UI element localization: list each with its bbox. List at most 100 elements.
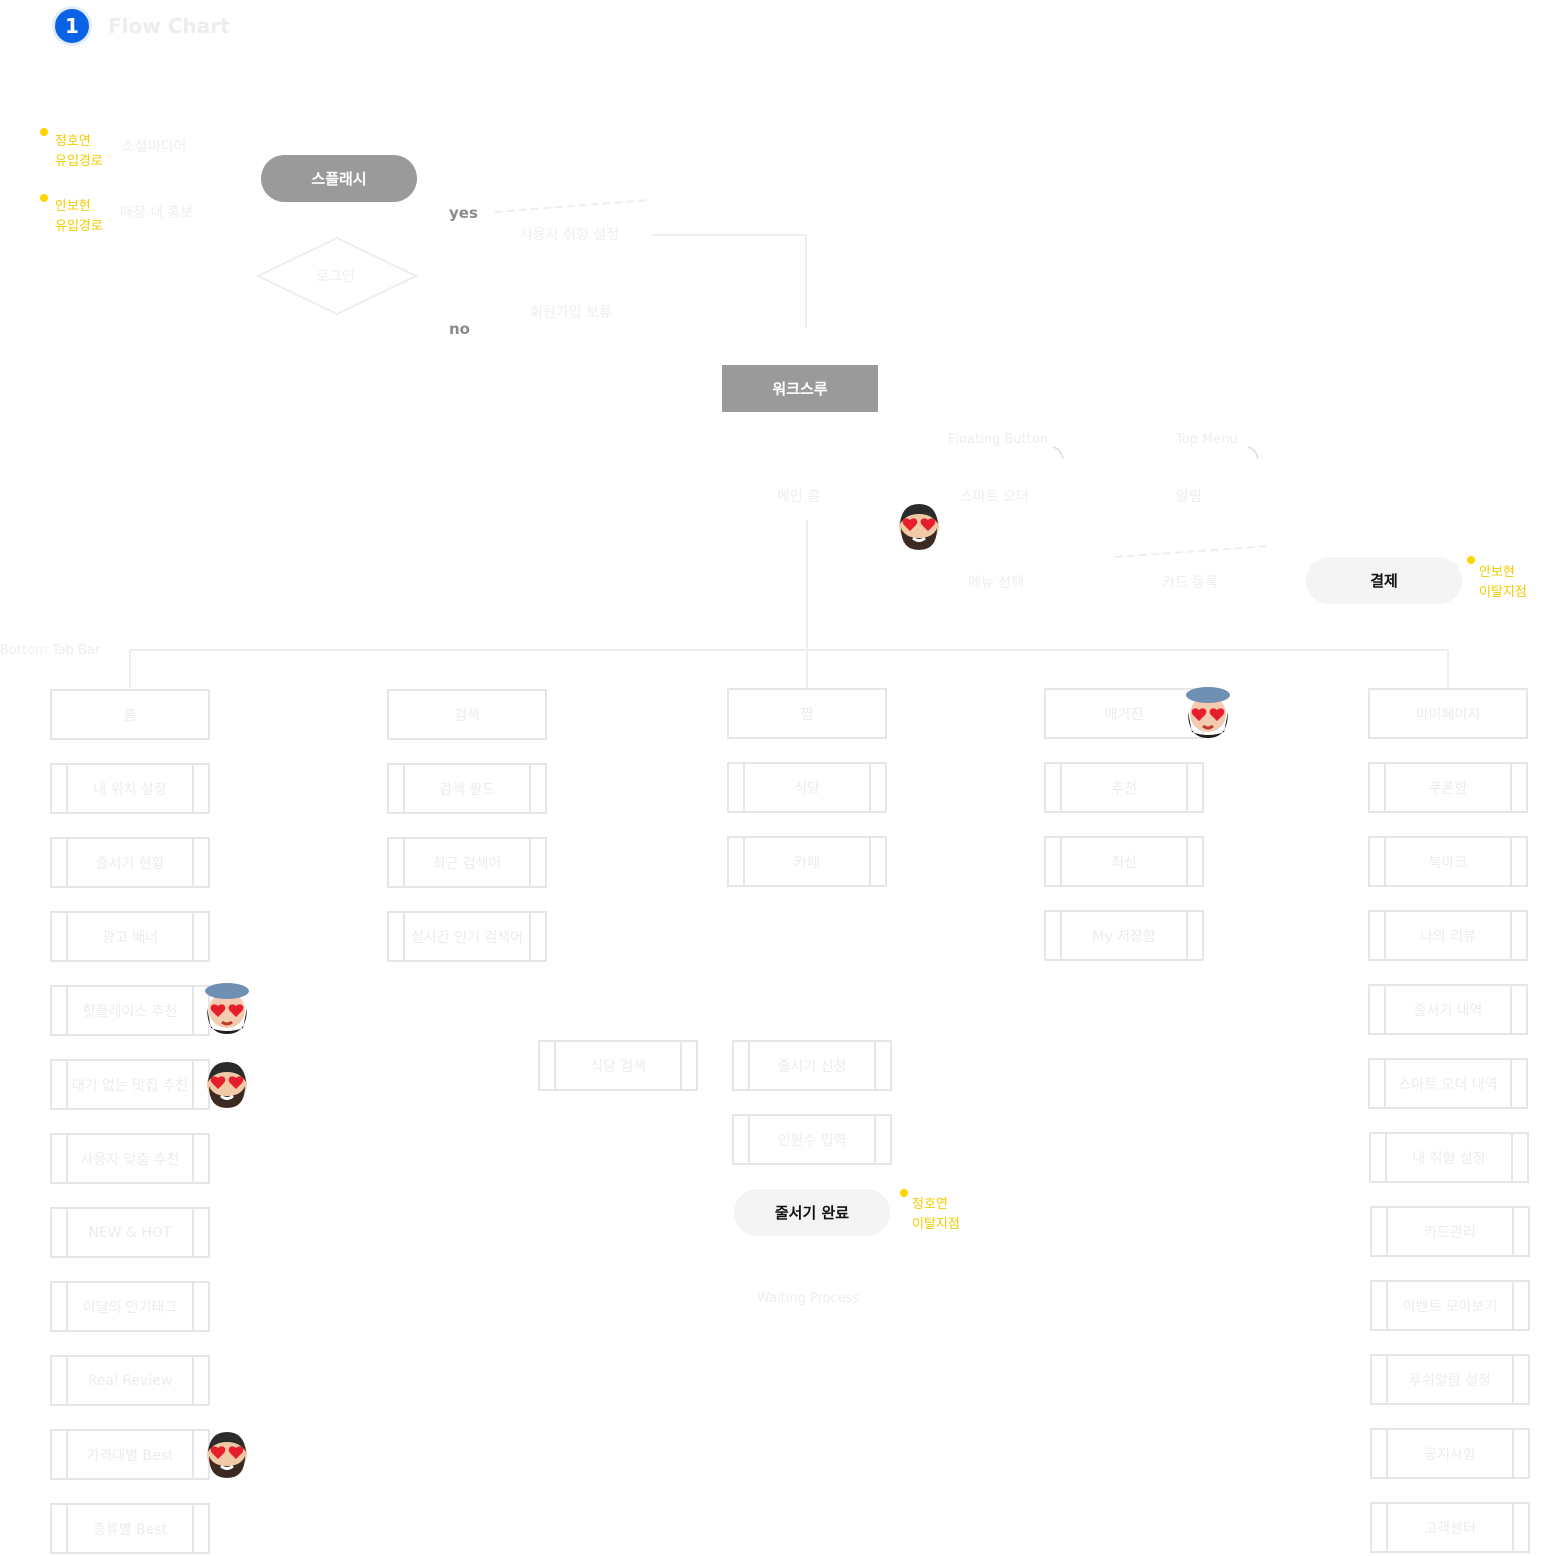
- mypage-item[interactable]: 나의 리뷰: [1368, 910, 1528, 961]
- login-diamond: [255, 236, 419, 316]
- favorite-item[interactable]: 카페: [727, 836, 887, 887]
- main-home-label: 메인 홈: [777, 489, 821, 505]
- search-item-label: 최근 검색어: [432, 855, 502, 872]
- top-menu-label: Top Menu: [1176, 432, 1238, 447]
- exit-queue-name: 정호연: [912, 1197, 948, 1212]
- queue-done-label: 줄서기 완료: [774, 1204, 850, 1222]
- mypage-item-label: 카드관리: [1424, 1224, 1476, 1241]
- heart-eyes-woman-avatar-icon: [205, 983, 249, 1034]
- floating-arrow-icon: [1052, 446, 1064, 460]
- search-item-label: 실시간 인기 검색어: [411, 929, 523, 946]
- favorite-item[interactable]: 식당: [727, 762, 887, 813]
- home-item[interactable]: 가격대별 Best: [50, 1429, 210, 1480]
- exit-payment-name: 안보현: [1479, 565, 1515, 580]
- mypage-item-label: 줄서기 내역: [1413, 1002, 1483, 1019]
- home-item-label: NEW & HOT: [88, 1224, 172, 1241]
- mypage-item[interactable]: 푸쉬알람 설정: [1370, 1354, 1530, 1405]
- heart-eyes-man-avatar-icon: [207, 1432, 247, 1478]
- mypage-item-label: 고객센터: [1424, 1520, 1476, 1537]
- column-home-header[interactable]: 홈: [50, 689, 210, 740]
- walkthrough-node[interactable]: 워크스루: [722, 365, 878, 412]
- search-item-label: 검색 필드: [439, 781, 495, 798]
- entry1-label: 유입경로: [55, 154, 103, 169]
- entry1-note: 정호연 유입경로: [55, 132, 103, 172]
- home-item[interactable]: 사용자 맞춤 추천: [50, 1133, 210, 1184]
- entry2-channel: 매장 내 홍보: [120, 205, 194, 221]
- home-item[interactable]: Real Review: [50, 1355, 210, 1406]
- entry2-label: 유입경로: [55, 219, 103, 234]
- exit-queue-note: 정호연 이탈지점: [912, 1195, 960, 1235]
- magazine-item-label: 추천: [1111, 780, 1137, 797]
- mypage-item-label: 스마트 오더 내역: [1398, 1076, 1498, 1093]
- waiting-process-label: Waiting Process: [757, 1291, 860, 1306]
- restaurant-search-node[interactable]: 식당 검색: [538, 1040, 698, 1091]
- home-item-label: 줄서기 현황: [95, 855, 165, 872]
- splash-node[interactable]: 스플래시: [261, 155, 417, 202]
- menu-select-label: 메뉴 선택: [968, 575, 1024, 591]
- mypage-item[interactable]: 이벤트 모아보기: [1370, 1280, 1530, 1331]
- column-magazine-title: 매거진: [1104, 706, 1144, 723]
- bottom-tab-bar-label: Bottom Tab Bar: [0, 643, 101, 658]
- floating-button-label: Floating Button: [948, 432, 1048, 447]
- search-item[interactable]: 실시간 인기 검색어: [387, 911, 547, 962]
- queue-apply-label: 줄서기 신청: [777, 1058, 847, 1075]
- magazine-item[interactable]: My 저장함: [1044, 910, 1204, 961]
- favorite-item-label: 카페: [794, 854, 820, 871]
- entry2-name: 안보현: [55, 199, 91, 214]
- home-item[interactable]: 이달의 인기태그: [50, 1281, 210, 1332]
- mypage-item[interactable]: 쿠폰함: [1368, 762, 1528, 813]
- mypage-item[interactable]: 내 취향 설정: [1369, 1132, 1529, 1183]
- mypage-item-label: 이벤트 모아보기: [1402, 1298, 1498, 1315]
- home-item-label: 광고 배너: [102, 929, 158, 946]
- page-title: Flow Chart: [108, 14, 230, 38]
- home-item[interactable]: NEW & HOT: [50, 1207, 210, 1258]
- magazine-item[interactable]: 추천: [1044, 762, 1204, 813]
- top-menu-arrow-icon: [1247, 446, 1259, 460]
- home-item[interactable]: 줄서기 현황: [50, 837, 210, 888]
- home-item[interactable]: 광고 배너: [50, 911, 210, 962]
- home-item[interactable]: 내 위치 설정: [50, 763, 210, 814]
- heart-eyes-woman-avatar-icon: [1186, 687, 1230, 738]
- payment-node[interactable]: 결제: [1306, 557, 1462, 604]
- home-item-label: 핫플레이스 추천: [82, 1003, 178, 1020]
- home-item[interactable]: 종류별 Best: [50, 1503, 210, 1554]
- column-magazine-header[interactable]: 매거진: [1044, 688, 1204, 739]
- notification-label: 알림: [1176, 489, 1202, 505]
- column-search-header[interactable]: 검색: [387, 689, 547, 740]
- magazine-item[interactable]: 최신: [1044, 836, 1204, 887]
- home-item-label: 종류별 Best: [92, 1521, 168, 1538]
- mypage-item[interactable]: 카드관리: [1370, 1206, 1530, 1257]
- home-item[interactable]: 대기 없는 맛집 추천: [50, 1059, 210, 1110]
- home-item-label: 가격대별 Best: [86, 1447, 174, 1464]
- search-item[interactable]: 최근 검색어: [387, 837, 547, 888]
- column-mypage-header[interactable]: 마이페이지: [1368, 688, 1528, 739]
- home-item-label: 내 위치 설정: [93, 781, 167, 798]
- home-item-label: 이달의 인기태그: [82, 1299, 178, 1316]
- yes-label: yes: [449, 204, 478, 222]
- mypage-item[interactable]: 북마크: [1368, 836, 1528, 887]
- party-input-node[interactable]: 인원수 입력: [732, 1114, 892, 1165]
- queue-apply-node[interactable]: 줄서기 신청: [732, 1040, 892, 1091]
- step-badge: 1: [52, 6, 92, 46]
- mypage-item-label: 나의 리뷰: [1420, 928, 1476, 945]
- exit-queue-label: 이탈지점: [912, 1217, 960, 1232]
- column-favorite-header[interactable]: 찜: [727, 688, 887, 739]
- restaurant-search-label: 식당 검색: [590, 1058, 646, 1075]
- column-favorite-title: 찜: [800, 706, 814, 723]
- walkthrough-label: 워크스루: [772, 380, 828, 398]
- payment-label: 결제: [1370, 572, 1398, 590]
- entry1-name: 정호연: [55, 134, 91, 149]
- mypage-item[interactable]: 줄서기 내역: [1368, 984, 1528, 1035]
- card-register-label: 카드 등록: [1162, 575, 1218, 591]
- home-item[interactable]: 핫플레이스 추천: [50, 985, 210, 1036]
- mypage-item[interactable]: 고객센터: [1370, 1502, 1530, 1553]
- search-item[interactable]: 검색 필드: [387, 763, 547, 814]
- mypage-item-label: 쿠폰함: [1428, 780, 1468, 797]
- heart-eyes-man-avatar-icon: [207, 1062, 247, 1108]
- magazine-item-label: 최신: [1111, 854, 1137, 871]
- mypage-item[interactable]: 스마트 오더 내역: [1368, 1058, 1528, 1109]
- mypage-item[interactable]: 공지사항: [1370, 1428, 1530, 1479]
- queue-done-node[interactable]: 줄서기 완료: [734, 1189, 890, 1236]
- entry2-note: 안보현 유입경로: [55, 197, 103, 237]
